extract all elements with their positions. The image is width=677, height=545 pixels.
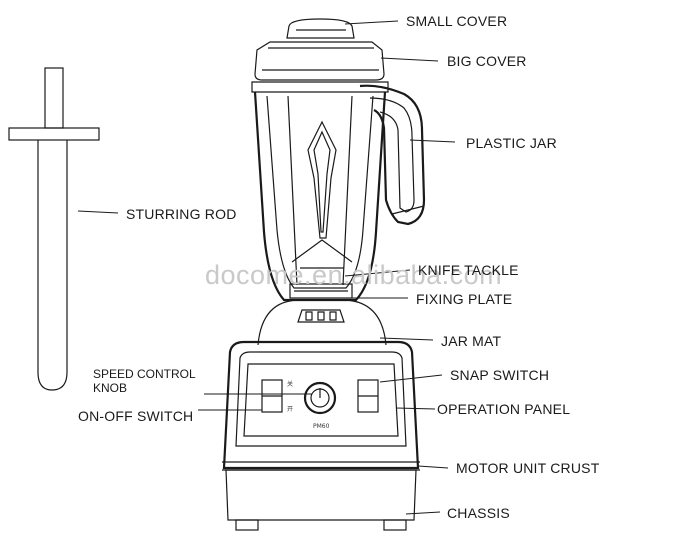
operation-panel-shape <box>243 363 399 437</box>
jar-rim <box>251 81 389 93</box>
chassis-leader <box>405 511 441 515</box>
label-speed-control-knob-line2: KNOB <box>93 381 127 395</box>
knife-tackle-leader <box>344 269 411 277</box>
speed-control-knob-shape <box>303 381 337 415</box>
operation-panel-leader <box>395 407 436 410</box>
jar-handle <box>359 84 426 226</box>
chassis-shape <box>225 469 417 521</box>
big-cover-shape <box>254 41 385 81</box>
label-on-off-switch: ON-OFF SWITCH <box>78 408 193 424</box>
watermark-text: docome.en.alibaba.com <box>205 260 502 290</box>
coupler <box>297 309 345 323</box>
small-cover-shape <box>286 18 355 39</box>
label-plastic-jar: PLASTIC JAR <box>466 135 557 151</box>
label-operation-panel: OPERATION PANEL <box>437 401 570 417</box>
label-jar-mat: JAR MAT <box>441 333 501 349</box>
sturring-rod-leader <box>77 210 119 214</box>
label-snap-switch: SNAP SWITCH <box>450 367 549 383</box>
small-cover-leader <box>344 20 399 25</box>
knife-tackle-blade <box>307 120 337 239</box>
stirring-rod-drawing <box>8 67 100 391</box>
label-small-cover: SMALL COVER <box>406 13 507 29</box>
stirring-rod-guard <box>8 127 100 141</box>
label-knife-tackle: KNIFE TACKLE <box>418 262 519 278</box>
leader-lines <box>77 20 456 515</box>
svg-text:PM60: PM60 <box>313 423 330 430</box>
stirring-rod-handle <box>44 67 64 129</box>
label-big-cover: BIG COVER <box>447 53 527 69</box>
label-speed-control-knob-line1: SPEED CONTROL <box>93 367 196 381</box>
plastic-jar-leader <box>409 139 456 143</box>
label-chassis: CHASSIS <box>447 505 510 521</box>
svg-text:关: 关 <box>287 380 293 388</box>
jar-mat-shape <box>257 299 387 346</box>
snap-switch-leader <box>379 374 443 383</box>
label-sturring-rod: STURRING ROD <box>126 206 237 222</box>
part-labels: SMALL COVER BIG COVER PLASTIC JAR STURRI… <box>78 13 600 521</box>
label-motor-unit-crust: MOTOR UNIT CRUST <box>456 460 600 476</box>
motor-base-drawing: 关 开 PM60 <box>222 340 420 531</box>
motor-unit-crust-leader <box>417 465 449 469</box>
stirring-rod-shaft <box>37 140 68 391</box>
big-cover-leader <box>380 57 439 62</box>
jar-mat-leader <box>379 337 434 341</box>
svg-text:开: 开 <box>287 406 293 413</box>
motor-base-body <box>222 340 420 470</box>
blender-jar-drawing <box>251 18 426 346</box>
label-fixing-plate: FIXING PLATE <box>416 291 512 307</box>
fixing-plate-shape <box>289 283 353 299</box>
